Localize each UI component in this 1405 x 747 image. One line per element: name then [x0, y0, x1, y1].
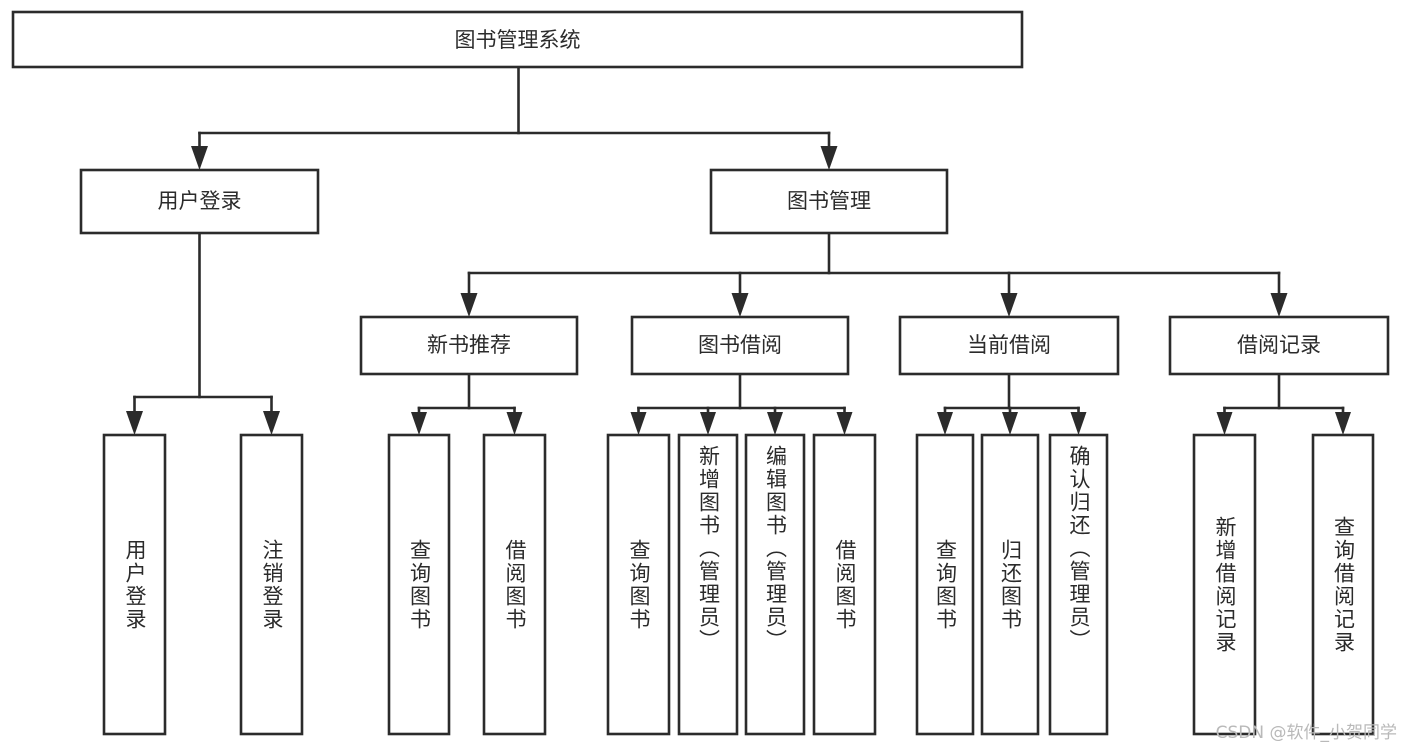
arrow-head-icon — [1216, 412, 1233, 435]
leaf-borrow-book-borrow-box[interactable] — [812, 433, 877, 736]
node-root-label: 图书管理系统 — [455, 28, 581, 52]
node-box-group: 图书管理系统 用户登录 图书管理 新书推荐 图书借阅 当前借阅 借阅记录 — [11, 10, 1390, 736]
arrow-head-icon — [820, 146, 838, 170]
arrow-head-icon — [731, 293, 749, 317]
leaf-user-login-box[interactable] — [102, 433, 167, 736]
node-new-book-recommend-label: 新书推荐 — [427, 333, 511, 357]
node-current-borrow-label: 当前借阅 — [967, 333, 1051, 357]
arrow-head-icon — [1070, 412, 1087, 435]
arrow-head-icon — [700, 412, 716, 435]
node-book-borrow-box[interactable] — [630, 315, 850, 376]
node-new-book-recommend-box[interactable] — [359, 315, 579, 376]
arrow-head-icon — [506, 412, 523, 435]
node-book-manage-label: 图书管理 — [787, 189, 871, 213]
leaf-query-book-current-box[interactable] — [915, 433, 975, 736]
arrow-head-icon — [1270, 293, 1288, 317]
node-user-login-label: 用户登录 — [158, 189, 242, 213]
leaf-confirm-return-admin-box[interactable] — [1048, 433, 1109, 736]
leaf-add-borrow-record-box[interactable] — [1192, 433, 1257, 736]
node-book-borrow-label: 图书借阅 — [698, 333, 782, 357]
leaf-edit-book-admin-box[interactable] — [744, 433, 806, 736]
arrow-head-icon — [126, 411, 143, 435]
arrow-head-icon — [263, 411, 280, 435]
arrow-head-icon — [1335, 412, 1351, 435]
node-user-login-box[interactable] — [79, 168, 320, 235]
arrow-head-icon — [1002, 412, 1018, 435]
node-book-manage-box[interactable] — [709, 168, 949, 235]
node-root-box[interactable] — [11, 10, 1024, 69]
node-current-borrow-box[interactable] — [898, 315, 1120, 376]
leaf-add-book-admin-box[interactable] — [677, 433, 739, 736]
arrow-head-icon — [460, 293, 478, 317]
arrow-head-icon — [1000, 293, 1018, 317]
arrow-head-icon — [836, 412, 853, 435]
node-borrow-record-box[interactable] — [1168, 315, 1390, 376]
arrow-head-icon — [411, 412, 427, 435]
leaf-query-borrow-record-box[interactable] — [1311, 433, 1375, 736]
leaf-return-book-box[interactable] — [980, 433, 1040, 736]
arrow-head-icon — [937, 412, 953, 435]
leaf-query-book-borrow-box[interactable] — [606, 433, 671, 736]
node-borrow-record-label: 借阅记录 — [1237, 333, 1321, 357]
leaf-query-book-rec-box[interactable] — [387, 433, 451, 736]
arrow-head-icon — [767, 412, 783, 435]
leaf-user-logout-box[interactable] — [239, 433, 304, 736]
connector-group — [126, 65, 1351, 435]
arrow-head-icon — [191, 146, 208, 170]
arrow-head-icon — [630, 412, 647, 435]
leaf-borrow-book-rec-box[interactable] — [482, 433, 547, 736]
csdn-watermark: CSDN @软件_小贺同学 — [1215, 723, 1397, 743]
